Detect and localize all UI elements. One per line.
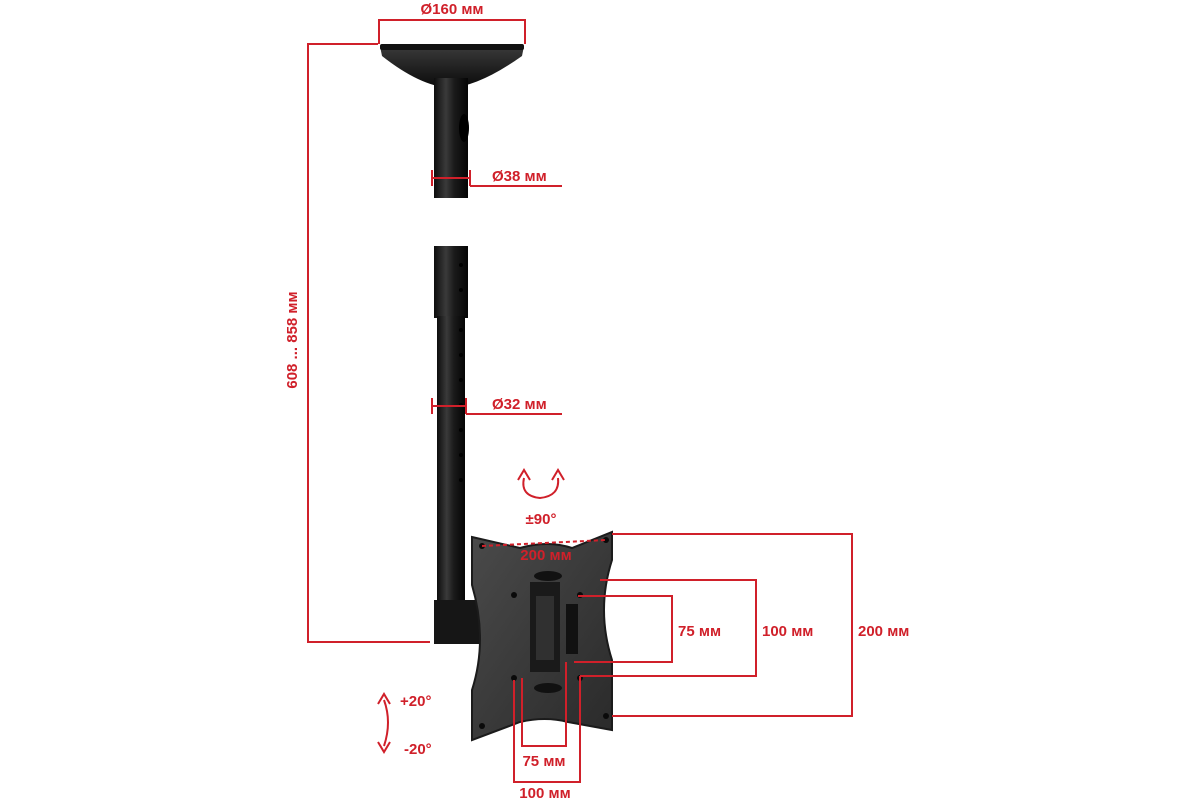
vesa-200-height-label: 200 мм <box>858 623 909 640</box>
vesa-diag-label: 200 мм <box>520 547 571 564</box>
vesa-100-width-label: 100 мм <box>519 785 570 800</box>
lower-tube-diameter-label: Ø32 мм <box>492 396 547 413</box>
vesa-75-width-label: 75 мм <box>522 753 565 770</box>
tube-holes <box>459 263 463 482</box>
tilt-up-label: +20° <box>400 693 431 710</box>
plate-diameter-label: Ø160 мм <box>420 1 483 18</box>
vesa-center-inner <box>536 596 554 660</box>
upper-tube-slot <box>459 114 469 142</box>
swivel-angle-label: ±90° <box>526 511 557 528</box>
ceiling-plate-top <box>380 44 524 50</box>
vesa-side-slot <box>566 604 578 654</box>
tilt-down-label: -20° <box>404 741 432 758</box>
mount-hardware <box>380 44 613 742</box>
dimension-lines <box>307 19 853 783</box>
vesa-75-height-label: 75 мм <box>678 623 721 640</box>
vesa-bottom-slot <box>534 683 562 693</box>
height-range-label: 608 ... 858 мм <box>284 291 301 388</box>
ceiling-plate <box>380 46 524 88</box>
vesa-100-height-label: 100 мм <box>762 623 813 640</box>
upper-tube-diameter-label: Ø38 мм <box>492 168 547 185</box>
vesa-top-slot <box>534 571 562 581</box>
lower-tube-top <box>434 246 468 318</box>
